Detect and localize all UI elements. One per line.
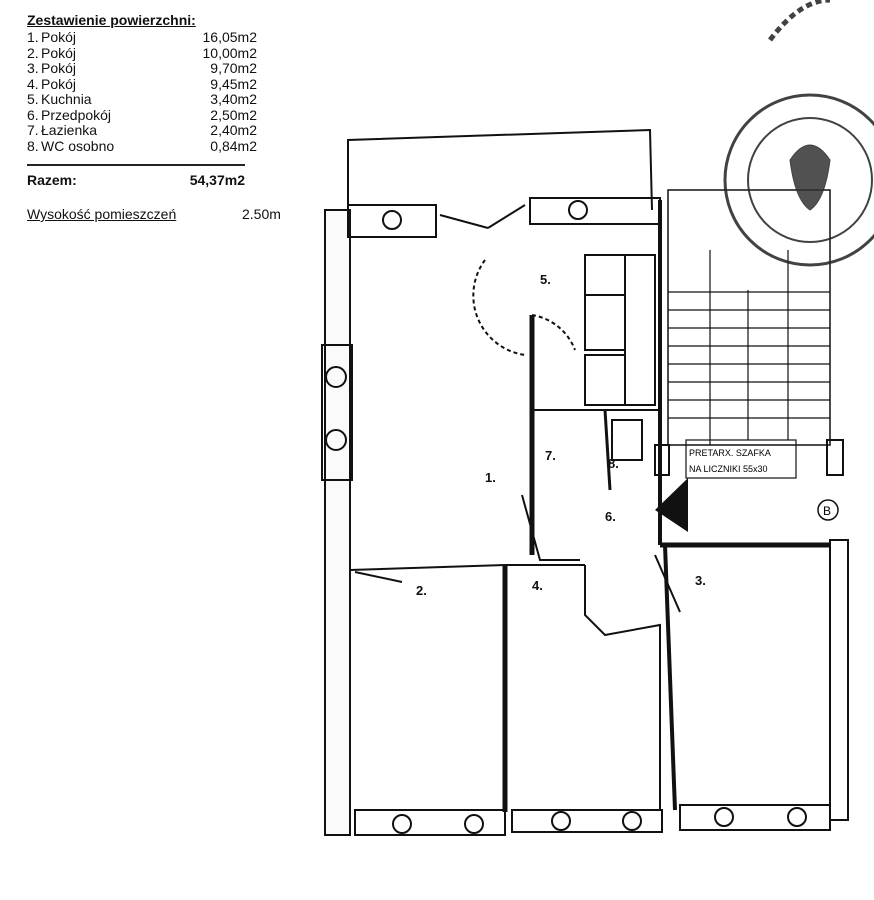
- left-window: [321, 344, 353, 481]
- room-area: 2,40m2: [210, 122, 257, 138]
- bottom-window-room2: [354, 809, 506, 836]
- room-label-3: 3.: [695, 573, 706, 588]
- bottom-window-room4: [511, 809, 663, 833]
- room-label-7: 7.: [545, 448, 556, 463]
- room-num: 3.: [27, 60, 39, 76]
- room-label-1: 1.: [485, 470, 496, 485]
- divider: [27, 164, 245, 166]
- room-name: Pokój: [41, 60, 77, 76]
- room-num: 7.: [27, 122, 39, 138]
- room-label-8: 8.: [608, 456, 619, 471]
- room-area-row: 5.Kuchnia 3,40m2: [27, 91, 257, 108]
- balcony-outline: [347, 128, 653, 211]
- room-area: 0,84m2: [210, 137, 257, 154]
- room-area-row: 8.WC osobno 0,84m2: [27, 137, 257, 155]
- room-name: Łazienka: [41, 122, 98, 138]
- room-area: 3,40m2: [210, 91, 257, 107]
- entrance-arrow-icon: [655, 478, 688, 532]
- total-value: 54,37m2: [189, 172, 245, 188]
- room-area: 2,50m2: [210, 106, 257, 123]
- room-area-row: 7.Łazienka 2,40m2: [27, 122, 257, 139]
- summary-title: Zestawienie powierzchni:: [27, 12, 196, 28]
- room-area: 10,00m2: [202, 44, 257, 61]
- room-num: 1.: [27, 29, 39, 45]
- room-num: 6.: [27, 106, 39, 123]
- room-name: Pokój: [41, 44, 77, 61]
- stair-mark: B: [823, 504, 831, 518]
- cabinet-note-line2: NA LICZNIKI 55x30: [689, 464, 768, 474]
- total-row: Razem: 54,37m2: [27, 172, 245, 188]
- room-area-row: 2.Pokój 10,00m2: [27, 44, 257, 62]
- left-outer-wall: [324, 209, 351, 836]
- room-height-value: 2.50m: [242, 206, 281, 222]
- room-label-6: 6.: [605, 509, 616, 524]
- total-label: Razem:: [27, 172, 77, 188]
- room-name: Pokój: [41, 29, 77, 45]
- room-area-row: 4.Pokój 9,45m2: [27, 75, 257, 93]
- room-area-row: 1.Pokój 16,05m2: [27, 29, 257, 46]
- room-num: 8.: [27, 137, 39, 154]
- room-height-row: Wysokość pomieszczeń 2.50m: [27, 206, 297, 222]
- room-name: Pokój: [41, 75, 77, 92]
- bottom-window-room3: [679, 804, 831, 831]
- room-num: 4.: [27, 75, 39, 92]
- official-stamp: [723, 0, 874, 267]
- kitchen-top-wall: [529, 197, 661, 225]
- room-name: Kuchnia: [41, 91, 92, 107]
- room-label-2: 2.: [416, 583, 427, 598]
- room-height-label: Wysokość pomieszczeń: [27, 206, 177, 222]
- room-num: 5.: [27, 91, 39, 107]
- room-label-4: 4.: [532, 578, 543, 593]
- top-window-wall: [347, 204, 437, 238]
- right-outer-wall: [829, 539, 849, 821]
- room-area: 9,45m2: [210, 75, 257, 92]
- cabinet-note-line1: PRETARX. SZAFKA: [689, 448, 771, 458]
- room-area-row: 6.Przedpokój 2,50m2: [27, 106, 257, 124]
- room-name: Przedpokój: [41, 106, 112, 123]
- room-name: WC osobno: [41, 137, 115, 154]
- room-area-row: 3.Pokój 9,70m2: [27, 60, 257, 77]
- room-area: 9,70m2: [210, 60, 257, 76]
- room-label-5: 5.: [540, 272, 551, 287]
- room-area: 16,05m2: [202, 29, 257, 45]
- room-num: 2.: [27, 44, 39, 61]
